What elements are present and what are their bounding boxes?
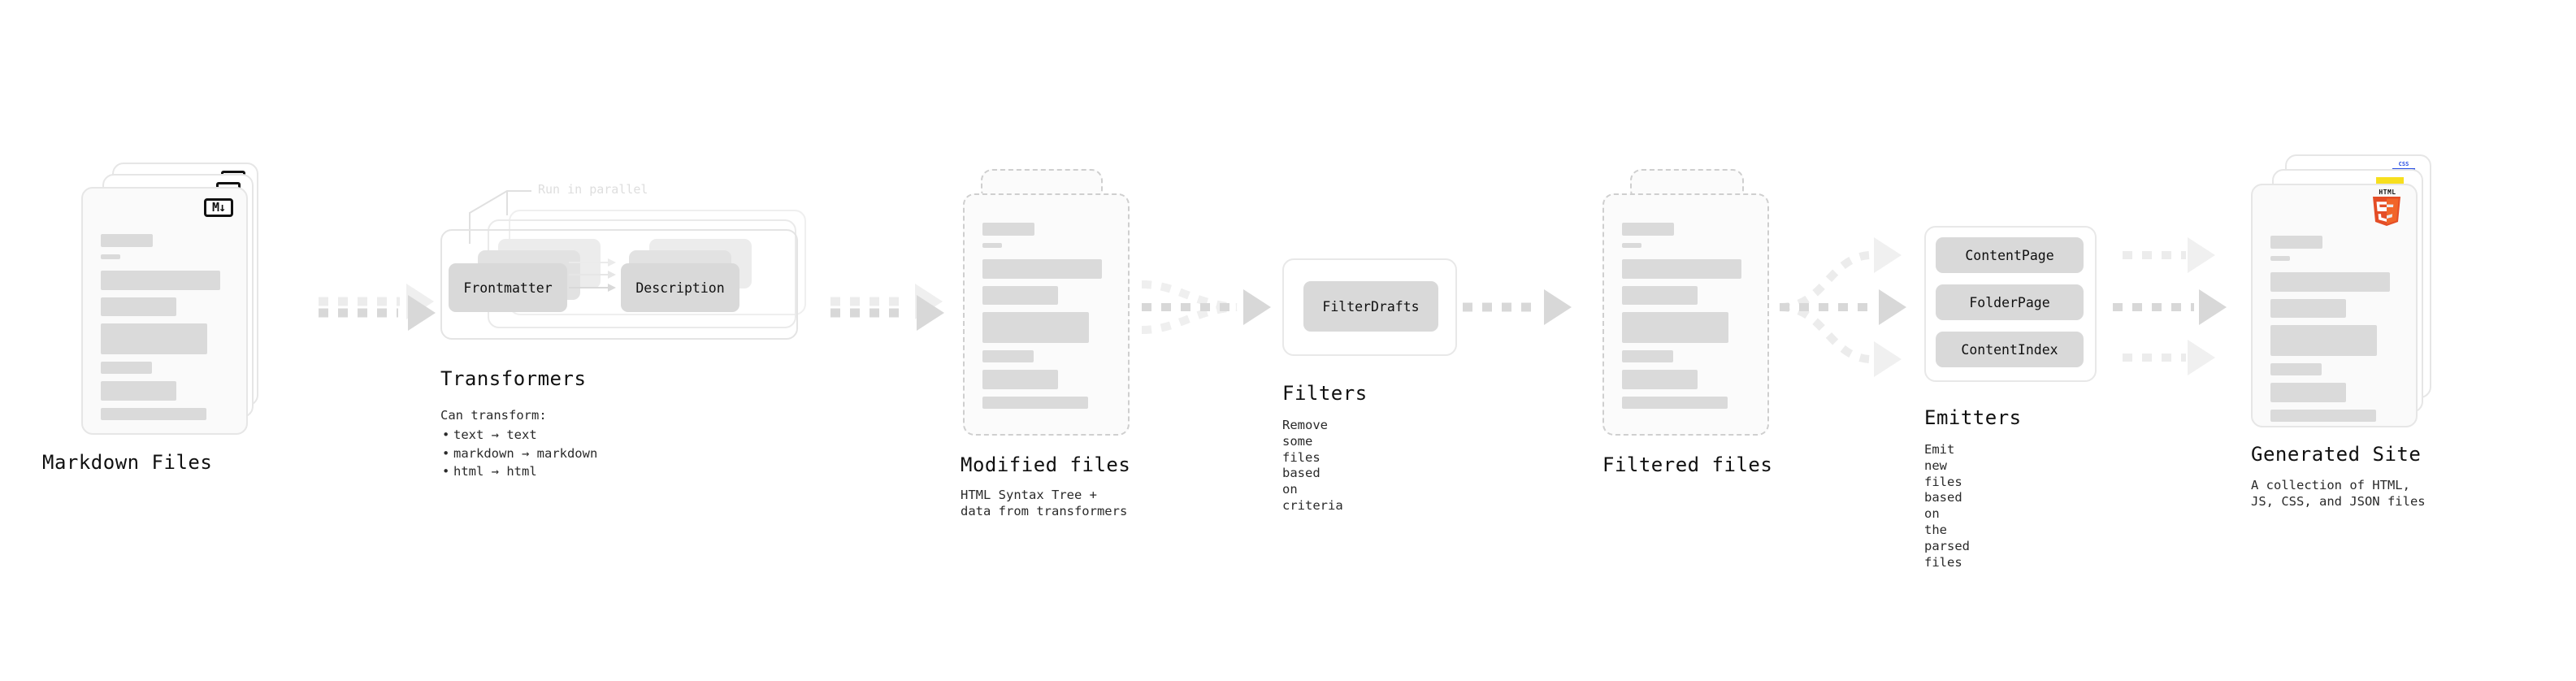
transformers-bullet: html → html — [442, 462, 597, 481]
emitters-group-box — [1924, 226, 2097, 382]
transformer-inner-arrows — [569, 258, 616, 292]
filtered-placeholder-lines — [1622, 223, 1751, 416]
filtered-file-stack — [1602, 169, 1781, 437]
placeholder-line — [982, 370, 1058, 389]
chip-description[interactable]: Description — [621, 263, 739, 312]
arrow-markdown-to-transformers — [319, 284, 436, 331]
placeholder-line — [1622, 370, 1698, 389]
placeholder-line — [2270, 299, 2346, 318]
placeholder-line — [2270, 236, 2322, 249]
stage-title-markdown-files: Markdown Files — [42, 451, 213, 474]
chip-filterdrafts[interactable]: FilterDrafts — [1303, 281, 1438, 332]
placeholder-line — [982, 223, 1034, 236]
placeholder-line — [1622, 350, 1673, 362]
modified-placeholder-lines — [982, 223, 1112, 416]
generated-site-stack: CSS HTML — [2251, 154, 2438, 439]
arrow-filtered-to-emitters — [1779, 251, 1873, 363]
modified-file-stack — [963, 169, 1142, 437]
stage-filtered-files: Filtered files — [1602, 169, 1781, 476]
stage-caption-generated-site: A collection of HTML, JS, CSS, and JSON … — [2251, 478, 2426, 509]
run-in-parallel-label: Run in parallel — [538, 182, 648, 197]
placeholder-line — [2270, 256, 2290, 261]
transformers-bullet: markdown → markdown — [442, 445, 597, 463]
placeholder-line — [1622, 286, 1698, 305]
chip-frontmatter[interactable]: Frontmatter — [449, 263, 567, 312]
chip-contentindex[interactable]: ContentIndex — [1936, 332, 2084, 367]
filters-group-box — [1282, 258, 1457, 356]
placeholder-line — [1622, 259, 1741, 279]
markdown-card-front: M↓ — [81, 187, 248, 435]
chip-folderpage[interactable]: FolderPage — [1936, 284, 2084, 320]
placeholder-line — [101, 271, 220, 290]
placeholder-line — [101, 254, 120, 259]
transformer-group-front — [440, 229, 798, 340]
markdown-placeholder-lines — [101, 234, 230, 427]
arrow-transformers-to-modified — [830, 284, 944, 331]
placeholder-line — [101, 408, 206, 420]
stage-title-emitters: Emitters — [1924, 406, 2022, 429]
stage-generated-site: CSS HTML — [2251, 154, 2438, 509]
placeholder-line — [2270, 383, 2346, 402]
placeholder-line — [2270, 325, 2377, 356]
placeholder-line — [101, 362, 152, 374]
generated-card-front: HTML — [2251, 184, 2418, 427]
placeholder-line — [982, 243, 1002, 248]
placeholder-line — [2270, 272, 2390, 292]
placeholder-line — [982, 397, 1088, 409]
stage-title-filters: Filters — [1282, 382, 1368, 405]
placeholder-line — [1622, 223, 1674, 236]
stage-caption-filters: Remove some files based on criteria — [1282, 418, 1343, 514]
placeholder-line — [101, 297, 176, 316]
placeholder-line — [1622, 397, 1728, 409]
markdown-icon: M↓ — [204, 198, 233, 217]
markdown-file-stack: M↓ — [81, 163, 260, 439]
transformers-lead: Can transform: — [440, 408, 547, 423]
html5-icon: HTML — [2370, 189, 2405, 228]
stage-title-modified-files: Modified files — [961, 453, 1131, 476]
placeholder-line — [982, 286, 1058, 305]
arrow-emitters-to-site — [2113, 251, 2194, 362]
placeholder-line — [101, 323, 207, 354]
transformers-bullet-list: Can transform: text → text markdown → ma… — [440, 406, 597, 481]
placeholder-line — [1622, 312, 1728, 343]
placeholder-line — [101, 234, 153, 247]
stage-title-generated-site: Generated Site — [2251, 443, 2422, 466]
stage-markdown-files: M↓ Markdown Files — [42, 163, 260, 474]
placeholder-line — [2270, 363, 2322, 375]
arrow-filters-to-filtered — [1463, 289, 1572, 325]
transformers-bullet: text → text — [442, 426, 597, 445]
stage-title-filtered-files: Filtered files — [1602, 453, 1773, 476]
arrowhead-filters — [1243, 289, 1271, 325]
placeholder-line — [982, 350, 1034, 362]
stage-title-transformers: Transformers — [440, 367, 587, 390]
filtered-card-front — [1602, 193, 1769, 436]
html5-shield — [2373, 197, 2400, 226]
html5-icon-wordmark: HTML — [2379, 189, 2396, 196]
placeholder-line — [101, 381, 176, 401]
stage-caption-emitters: Emit new files based on the parsed files — [1924, 442, 1970, 570]
placeholder-line — [1622, 243, 1641, 248]
stage-caption-modified-files: HTML Syntax Tree + data from transformer… — [961, 488, 1128, 518]
placeholder-line — [2270, 410, 2376, 422]
arrow-modified-to-filters — [1141, 280, 1239, 334]
placeholder-line — [982, 259, 1102, 279]
placeholder-line — [982, 312, 1089, 343]
stage-modified-files: Modified files HTML Syntax Tree + data f… — [961, 169, 1142, 518]
generated-placeholder-lines — [2270, 236, 2400, 429]
chip-contentpage[interactable]: ContentPage — [1936, 237, 2084, 273]
modified-card-front — [963, 193, 1130, 436]
